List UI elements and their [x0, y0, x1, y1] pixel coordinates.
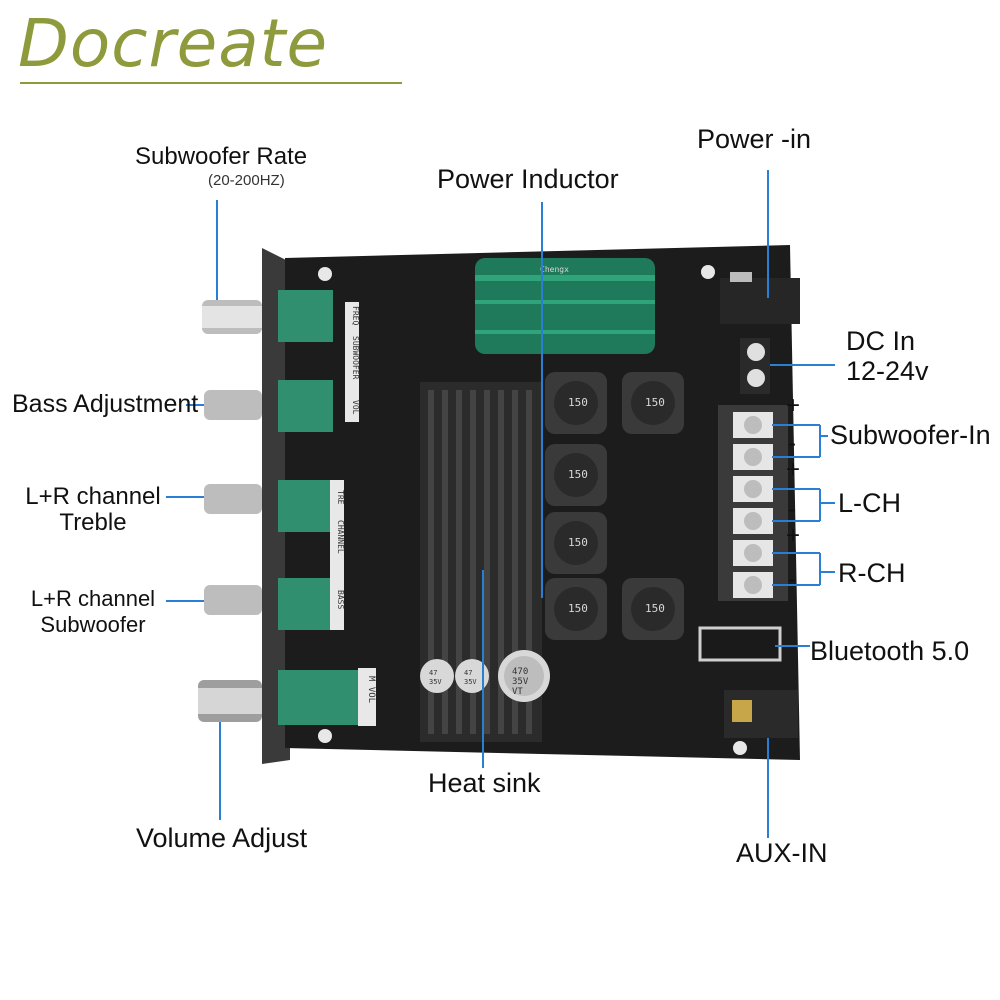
label-heat-sink: Heat sink: [428, 768, 541, 798]
panel-label-bass: BASS: [336, 590, 345, 610]
capacitor-main: [498, 650, 550, 702]
polarity-plus: +: [786, 456, 801, 483]
label-l-ch: L-CH: [838, 488, 902, 518]
inductor: [545, 372, 607, 434]
capacitor-main-label: 470: [512, 667, 528, 677]
dc-jack: [720, 272, 800, 324]
capacitor-small-label: 47: [464, 669, 472, 677]
pot-treble: [204, 480, 333, 532]
capacitor-small-label: 47: [429, 669, 437, 677]
panel-label-tre: TRE: [336, 490, 345, 505]
brand-underline: [20, 82, 402, 84]
panel-label-channel: CHANNEL: [336, 520, 345, 554]
label-dc-in: DC In 12-24v: [846, 326, 929, 386]
side-panel: [262, 248, 290, 764]
mount-hole: [733, 741, 747, 755]
pot-subwoofer: [204, 578, 333, 630]
inductor: [622, 578, 684, 640]
label-subwoofer-line1: L+R channel: [30, 586, 156, 611]
capacitor-main-label: VT: [512, 687, 523, 697]
polarity-minus: -: [788, 430, 796, 457]
inductor-label: 150: [568, 602, 588, 615]
label-aux-in: AUX-IN: [736, 838, 828, 868]
capacitor-small: [455, 659, 489, 693]
label-subwoofer-rate-range: (20-200HZ): [208, 172, 285, 189]
label-power-inductor: Power Inductor: [437, 164, 619, 194]
polarity-minus: -: [788, 496, 796, 523]
label-dc-in-line2: 12-24v: [846, 356, 929, 386]
panel-label-m-vol: M VOL: [366, 676, 376, 704]
label-subwoofer-line2: Subwoofer: [40, 612, 146, 637]
polarity-minus: -: [788, 566, 796, 593]
panel-label-strip: [330, 480, 344, 630]
panel-label-subwoofer: SUBWOOFER: [351, 336, 360, 380]
polarity-plus: +: [786, 392, 801, 419]
polarity-plus: +: [786, 522, 801, 549]
inductor-label: 150: [645, 396, 665, 409]
label-treble-line1: L+R channel: [25, 483, 161, 510]
inductor-label: 150: [568, 536, 588, 549]
label-bass-adjustment: Bass Adjustment: [12, 390, 199, 418]
panel-label-freq: FREQ: [351, 306, 360, 326]
dc-terminal: [740, 338, 770, 394]
label-power-in: Power -in: [697, 124, 812, 154]
mount-hole: [318, 267, 332, 281]
label-treble: L+R channel Treble: [22, 484, 164, 536]
bluetooth-antenna: [698, 626, 782, 662]
inductor: [545, 578, 607, 640]
capacitor-main-label: 35V: [512, 677, 529, 687]
pot-subwoofer-rate: [202, 290, 333, 342]
inductor: [622, 372, 684, 434]
panel-label-vol: VOL: [351, 400, 360, 415]
inductor-label: 150: [568, 468, 588, 481]
panel-label-strip: [345, 302, 359, 422]
label-subwoofer-rate: Subwoofer Rate: [135, 143, 308, 170]
label-subwoofer: L+R channel Subwoofer: [22, 586, 164, 638]
label-bluetooth: Bluetooth 5.0: [810, 636, 970, 666]
bulk-cap-brand: Chengx: [540, 265, 569, 274]
label-dc-in-line1: DC In: [846, 326, 916, 356]
panel-label-strip: [358, 668, 376, 726]
bulk-capacitor: [475, 258, 655, 354]
brand-logo: Docreate: [18, 5, 329, 82]
capacitor-small-label: 35V: [464, 678, 477, 686]
inductor-label: 150: [645, 602, 665, 615]
aux-jack: [724, 690, 798, 738]
label-r-ch: R-CH: [838, 558, 906, 588]
capacitor-small: [420, 659, 454, 693]
mount-hole: [701, 265, 715, 279]
inductor-label: 150: [568, 396, 588, 409]
label-subwoofer-in: Subwoofer-In: [830, 420, 991, 450]
capacitor-small-label: 35V: [429, 678, 442, 686]
screw-terminal-block: [718, 405, 788, 601]
pot-volume: [198, 670, 358, 725]
mount-hole: [318, 729, 332, 743]
leader-lines: [166, 170, 835, 838]
label-volume-adjust: Volume Adjust: [136, 823, 308, 853]
label-treble-line2: Treble: [59, 509, 127, 536]
pot-bass: [204, 380, 333, 432]
inductor: [545, 512, 607, 574]
inductor: [545, 444, 607, 506]
